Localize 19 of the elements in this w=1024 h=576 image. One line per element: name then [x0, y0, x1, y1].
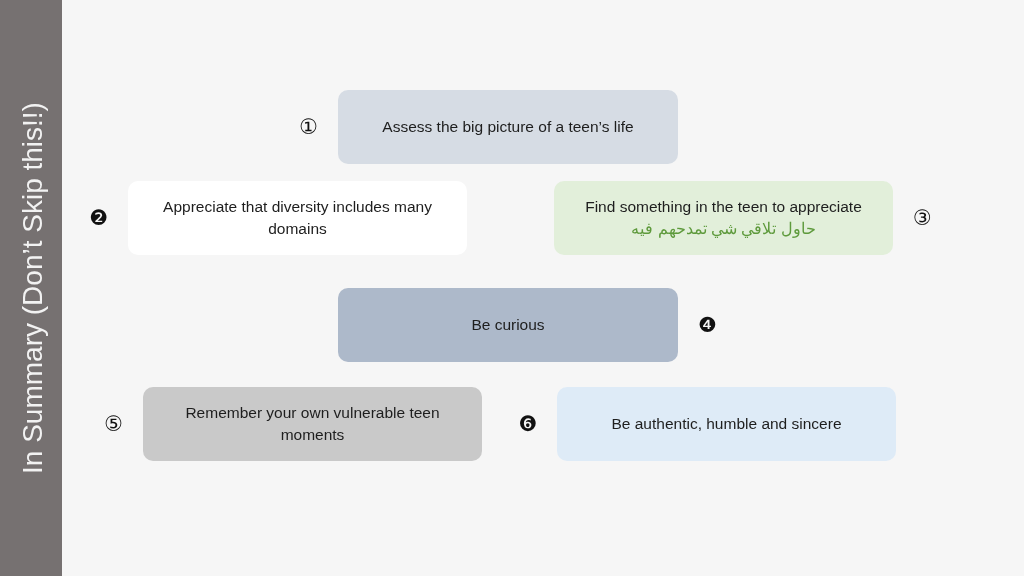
step-box	[554, 181, 893, 255]
step-text: Be authentic, humble and sincere	[611, 413, 842, 434]
slide-title: In Summary (Don’t Skip this!!)	[16, 102, 49, 474]
step-box	[338, 288, 678, 362]
step-text: Be curious	[471, 314, 545, 335]
step-number: ❷	[89, 207, 108, 229]
step-text: Find something in the teen to appreciate	[585, 197, 862, 215]
step-box	[338, 90, 678, 164]
step-number: ❻	[518, 413, 537, 435]
step-number: ⑤	[104, 413, 123, 435]
step-text: Remember your own vulnerable teen moments	[184, 402, 441, 445]
step-number: ③	[913, 207, 932, 229]
step-number: ❹	[698, 314, 717, 336]
step-number: ①	[299, 116, 318, 138]
step-box	[143, 387, 482, 461]
step-box	[557, 387, 896, 461]
step-text: Assess the big picture of a teen’s life	[382, 116, 634, 137]
step-text: Appreciate that diversity includes many domains	[162, 196, 433, 239]
translation-text: حاول تلاقي شي تمدحهم فيه	[631, 220, 816, 237]
